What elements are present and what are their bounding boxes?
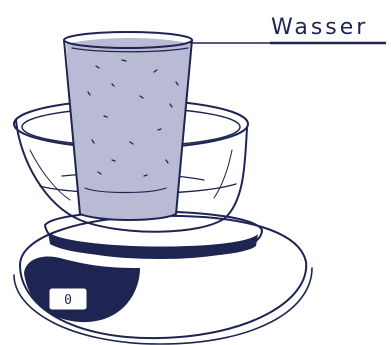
glass-icon xyxy=(64,32,192,220)
display-reading: 0 xyxy=(64,293,72,308)
water-label: Wasser xyxy=(271,15,368,40)
platform-band xyxy=(48,232,258,258)
